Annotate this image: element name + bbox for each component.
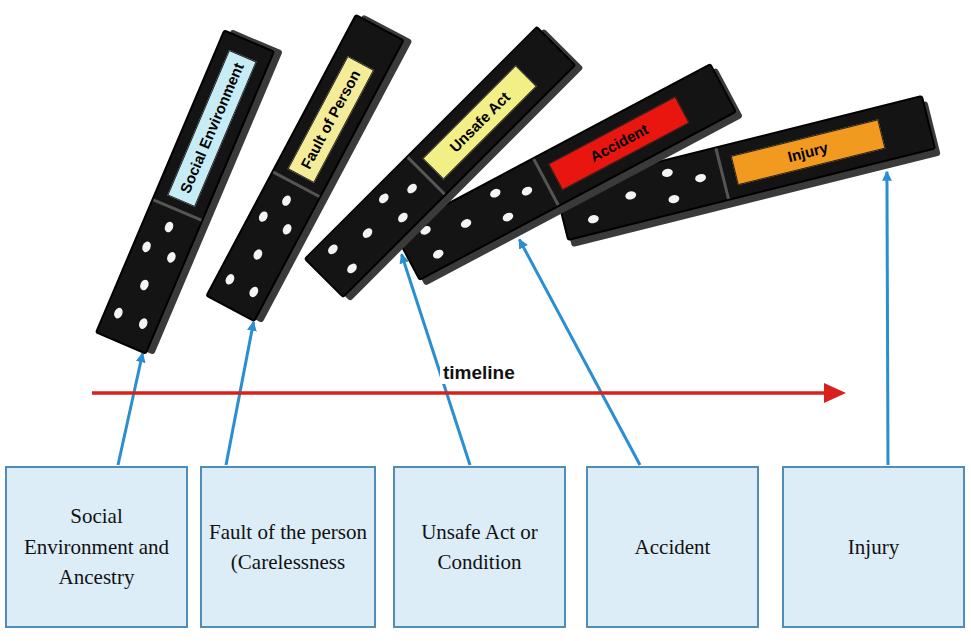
- timeline-head: [824, 383, 846, 403]
- box-text: Accident: [629, 526, 717, 568]
- domino-pip: [587, 214, 600, 224]
- domino-pip: [326, 243, 339, 256]
- domino-pip: [489, 187, 502, 199]
- domino-pip: [141, 240, 153, 253]
- domino-pip: [419, 225, 432, 237]
- domino-pip: [252, 248, 264, 261]
- domino-pip: [361, 226, 374, 239]
- domino-label: Fault of Person: [287, 56, 374, 183]
- domino-pip: [460, 217, 473, 229]
- domino-pip: [224, 273, 236, 286]
- box-text: Social Environment and Ancestry: [7, 495, 186, 598]
- timeline-line: [92, 391, 828, 395]
- domino-pip: [113, 307, 125, 320]
- stage-box: Social Environment and Ancestry: [5, 466, 188, 628]
- box-text: Fault of the person (Carelessness: [202, 511, 374, 584]
- domino-label: Injury: [730, 119, 885, 185]
- domino-pip: [501, 211, 514, 223]
- stage-box: Accident: [586, 466, 759, 628]
- domino-label: Unsafe Act: [423, 65, 538, 180]
- domino-pip: [520, 185, 533, 197]
- domino-pip: [668, 194, 681, 204]
- box-text: Unsafe Act or Condition: [395, 511, 564, 584]
- domino-pip: [248, 285, 260, 298]
- domino-divider: [715, 148, 730, 199]
- domino-pip: [431, 248, 444, 260]
- domino-pip: [257, 210, 269, 223]
- domino-pip: [405, 182, 418, 195]
- pointer-arrow: [402, 254, 470, 465]
- domino-pip: [694, 173, 707, 183]
- domino-pip: [281, 194, 293, 207]
- domino-pip: [138, 317, 150, 330]
- domino-pip: [397, 211, 410, 224]
- timeline-label: timeline: [440, 362, 518, 384]
- domino-pip: [662, 168, 675, 178]
- pointer-arrow: [118, 353, 143, 465]
- pointer-arrow: [519, 239, 640, 465]
- domino-label: Social Environment: [167, 50, 256, 207]
- domino-pip: [163, 221, 175, 234]
- stage-box: Unsafe Act or Condition: [393, 466, 566, 628]
- domino-pip: [166, 250, 178, 263]
- domino-pip: [281, 223, 293, 236]
- domino-pip: [139, 278, 151, 291]
- domino-pip: [378, 192, 391, 205]
- stage-box: Injury: [782, 466, 965, 628]
- box-text: Injury: [842, 526, 905, 568]
- domino-pip: [345, 262, 358, 275]
- domino-pip: [624, 191, 637, 201]
- stage-box: Fault of the person (Carelessness: [200, 466, 376, 628]
- pointer-arrow: [887, 172, 888, 465]
